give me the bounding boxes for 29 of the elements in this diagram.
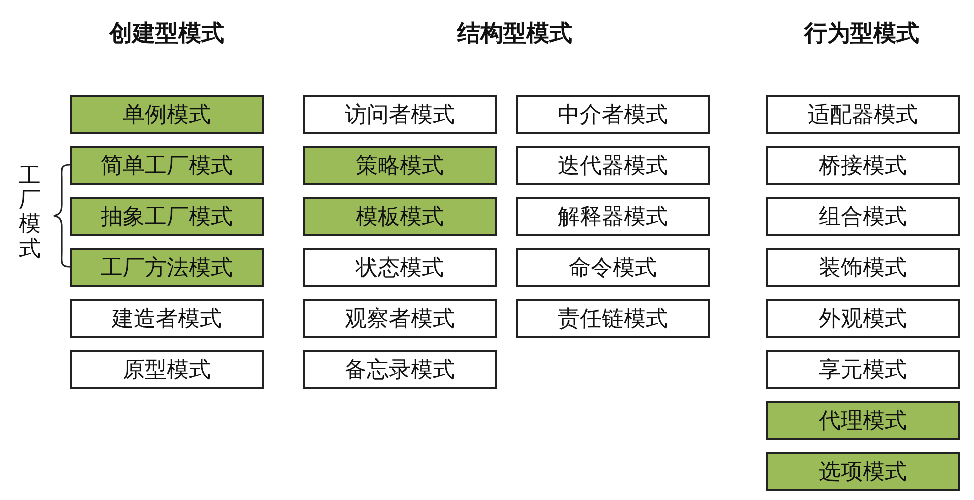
pattern-box: 访问者模式 xyxy=(303,95,497,134)
pattern-box: 组合模式 xyxy=(766,197,960,236)
pattern-box: 桥接模式 xyxy=(766,146,960,185)
pattern-box: 备忘录模式 xyxy=(303,350,497,389)
group-label: 工厂模式 xyxy=(19,165,41,262)
pattern-box: 装饰模式 xyxy=(766,248,960,287)
pattern-box: 单例模式 xyxy=(70,95,264,134)
column-heading: 结构型模式 xyxy=(458,20,572,49)
pattern-box: 建造者模式 xyxy=(70,299,264,338)
pattern-box: 享元模式 xyxy=(766,350,960,389)
pattern-box: 迭代器模式 xyxy=(516,146,710,185)
pattern-box: 选项模式 xyxy=(766,452,960,491)
pattern-box: 抽象工厂模式 xyxy=(70,197,264,236)
pattern-box: 策略模式 xyxy=(303,146,497,185)
pattern-box: 工厂方法模式 xyxy=(70,248,264,287)
pattern-box: 责任链模式 xyxy=(516,299,710,338)
pattern-box: 状态模式 xyxy=(303,248,497,287)
column-heading: 行为型模式 xyxy=(804,20,920,49)
pattern-box: 解释器模式 xyxy=(516,197,710,236)
pattern-box: 模板模式 xyxy=(303,197,497,236)
pattern-box: 外观模式 xyxy=(766,299,960,338)
pattern-box: 观察者模式 xyxy=(303,299,497,338)
column-heading: 创建型模式 xyxy=(110,20,224,49)
pattern-box: 中介者模式 xyxy=(516,95,710,134)
pattern-box: 简单工厂模式 xyxy=(70,146,264,185)
pattern-box: 适配器模式 xyxy=(766,95,960,134)
pattern-box: 原型模式 xyxy=(70,350,264,389)
pattern-box: 代理模式 xyxy=(766,401,960,440)
pattern-box: 命令模式 xyxy=(516,248,710,287)
